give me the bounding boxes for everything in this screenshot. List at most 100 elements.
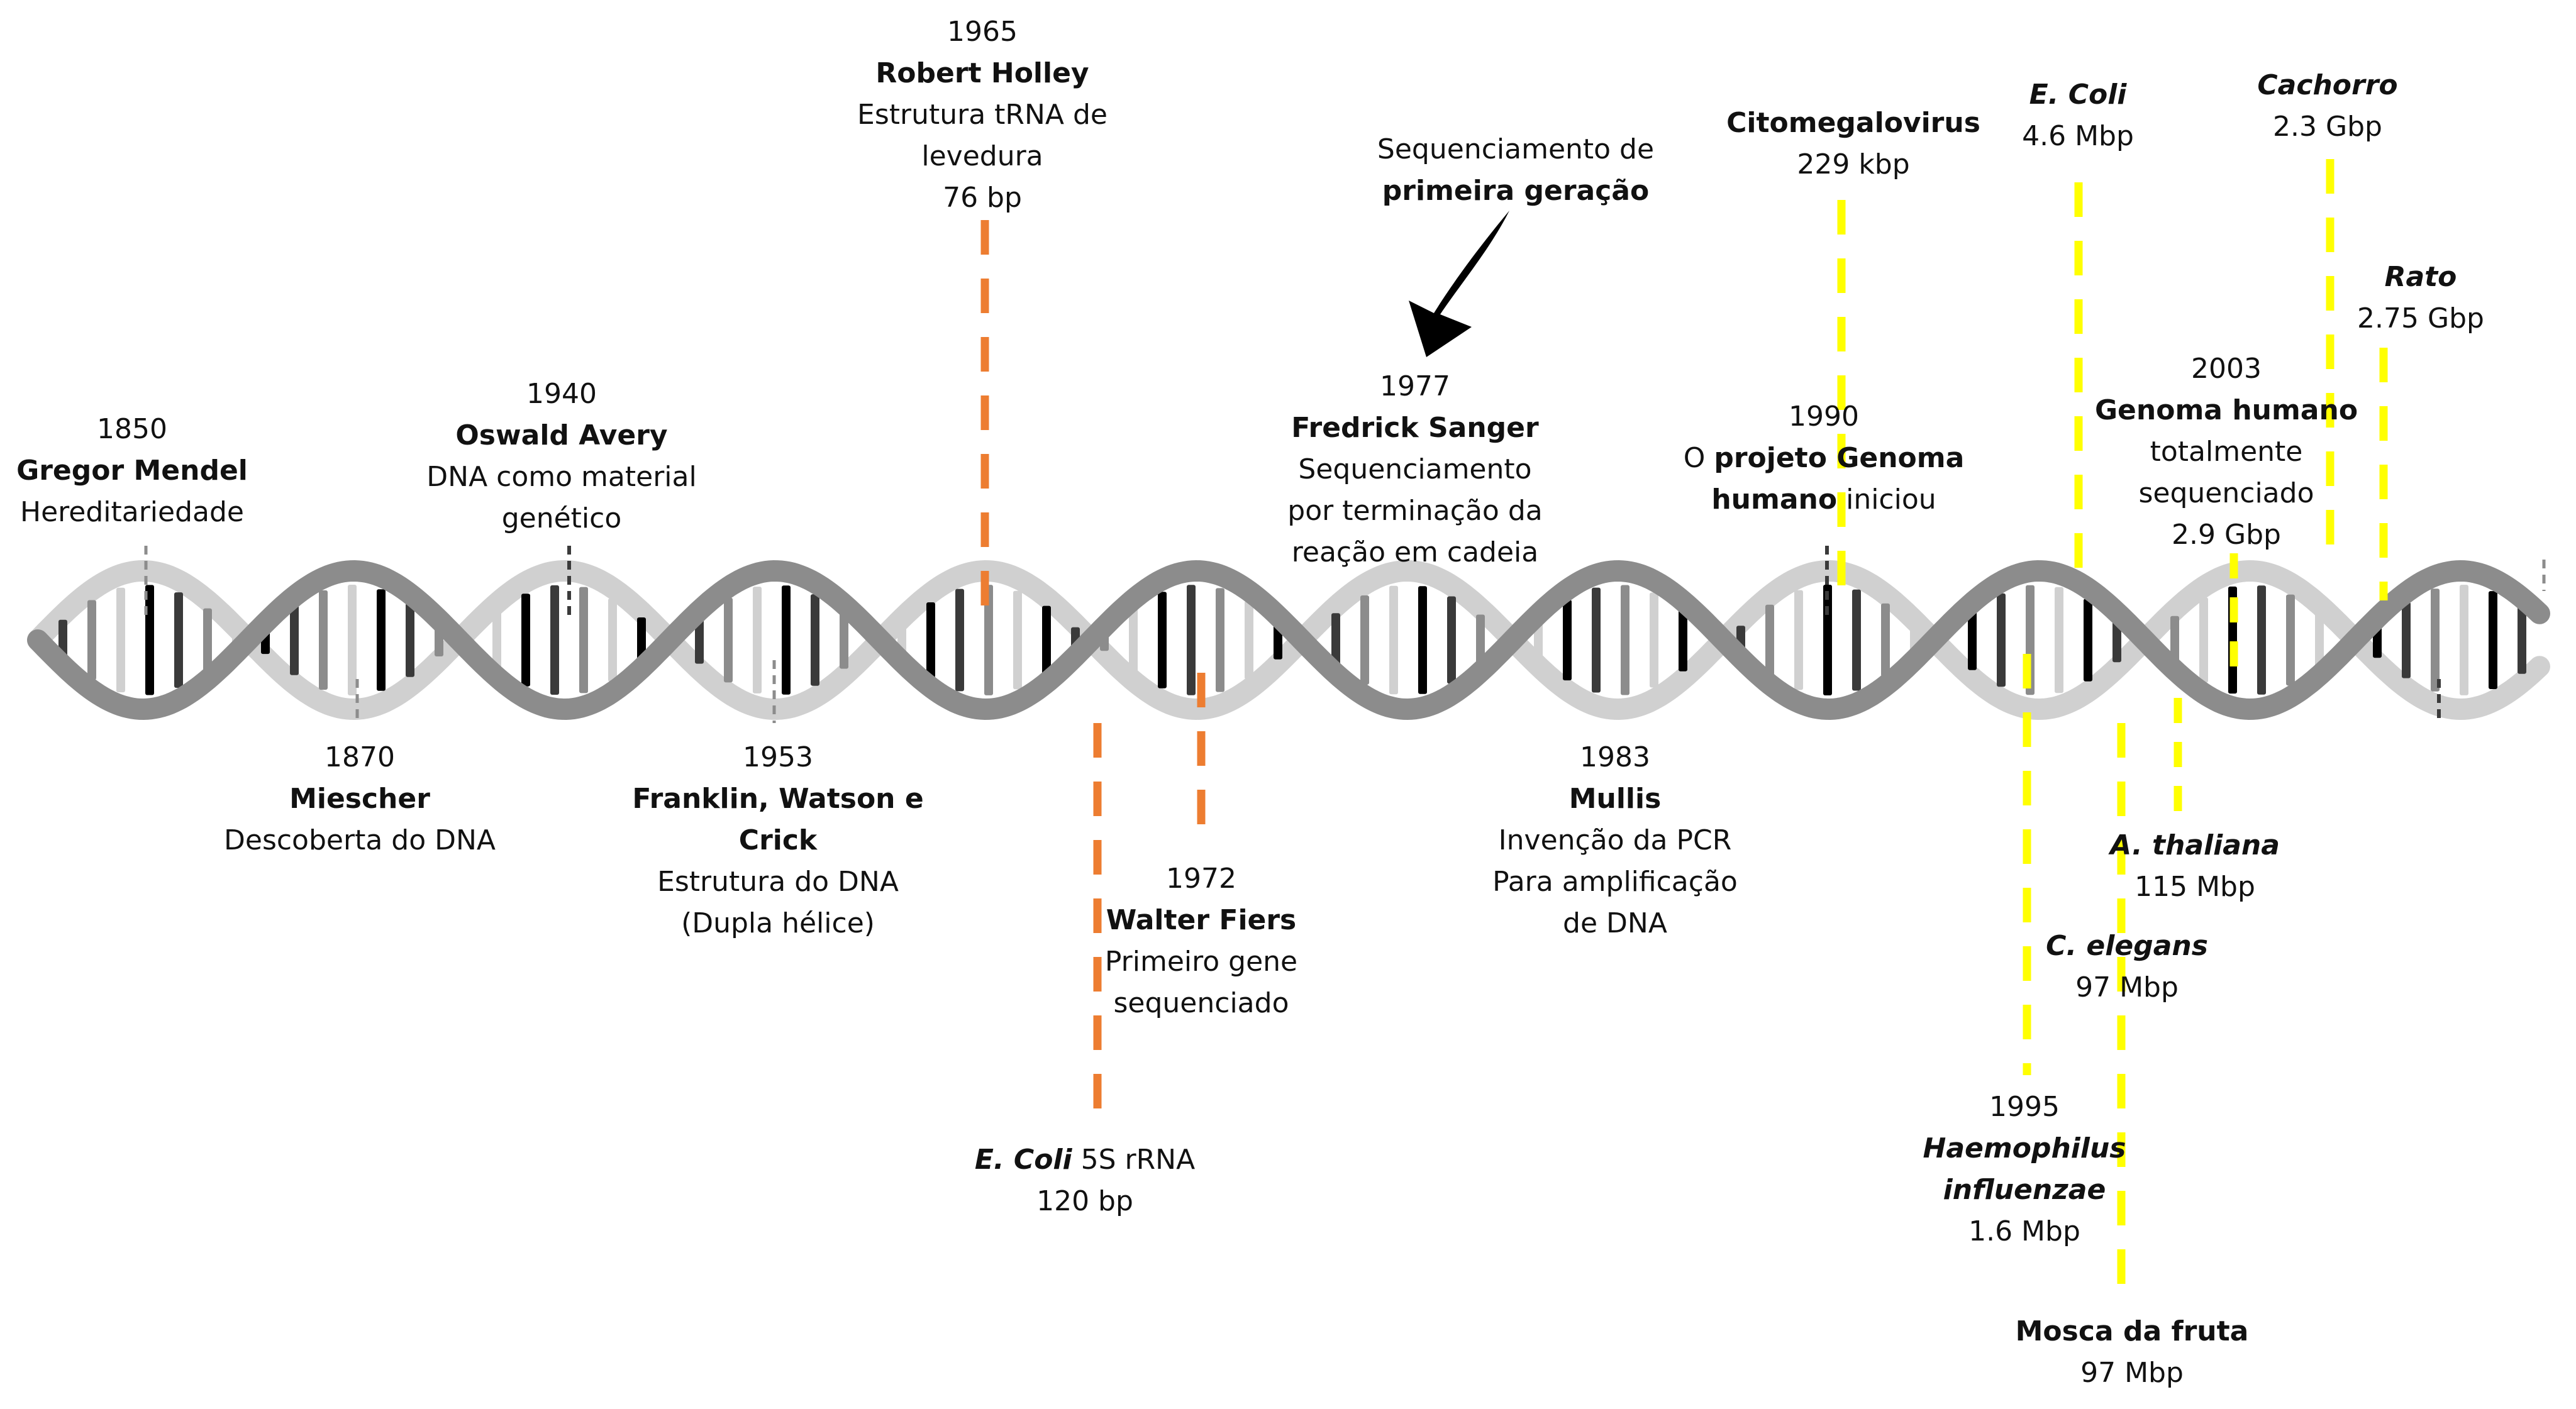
helix-base-pair [1621,585,1629,695]
event-year: 1870 [325,741,395,773]
event-year: 1995 [1989,1091,2060,1123]
organism-name: Cachorro [2257,69,2398,101]
organism-name: Mosca da fruta [2015,1315,2249,1347]
organism-name: Haemophilus [1923,1132,2126,1164]
helix-base-pair [1823,585,1832,695]
event-fiers: 1972 Walter Fiers Primeiro gene sequenci… [1105,858,1297,1024]
event-desc: sequenciado [1113,987,1289,1019]
helix-base-pair [782,585,791,695]
event-year: 1953 [743,741,813,773]
helix-base-pair [1360,595,1369,685]
genome-size: 4.6 Mbp [2022,120,2134,152]
event-desc: O [1683,442,1714,474]
helix-base-pair [1592,587,1601,693]
helix-base-pair [2084,599,2092,682]
helix-base-pair [1563,599,1572,681]
helix-base-pair [1794,590,1803,690]
organism-name: Rato [2384,261,2457,293]
helix-base-pair [984,585,993,695]
organism-name: influenzae [1943,1174,2106,1206]
event-sanger: 1977 Fredrick Sanger Sequenciamento por … [1287,366,1542,573]
helix-base-pair [521,594,530,687]
dna-helix [27,560,2550,721]
genome-size: 2.75 Gbp [2357,302,2484,334]
event-mullis: 1983 Mullis Invenção da PCR Para amplifi… [1492,737,1738,944]
event-rat: Rato 2.75 Gbp [2357,257,2484,340]
organism-name: E. Coli [974,1144,1072,1176]
helix-base-pair [1968,610,1977,670]
helix-base-pair [1447,596,1456,684]
event-name: Genoma humano [2094,394,2358,426]
organism-name: Citomegalovirus [1726,107,1980,139]
helix-base-pair [2286,594,2295,686]
event-name: Mullis [1568,783,1662,815]
callout-line: Sequenciamento de [1377,133,1655,165]
genome-size: 115 Mbp [2135,871,2255,903]
event-desc: sequenciado [2138,477,2314,509]
event-desc: Invenção da PCR [1498,824,1732,856]
organism-name: A. thaliana [2110,829,2280,861]
helix-base-pair [724,597,733,683]
event-desc: Sequenciamento [1298,453,1532,485]
event-name: Gregor Mendel [16,455,248,487]
helix-base-pair [579,587,588,693]
helix-base-pair [203,608,212,672]
organism-name: C. elegans [2046,930,2208,962]
helix-base-pair [1881,603,1890,677]
helix-base-pair [1331,613,1340,667]
event-year: 1965 [947,16,1018,48]
genome-size: 229 kbp [1797,148,1910,180]
event-name: Fredrick Sanger [1291,412,1539,444]
event-desc: genético [501,502,622,534]
genome-size: 97 Mbp [2080,1357,2184,1389]
event-desc: 5S rRNA [1072,1144,1196,1176]
helix-base-pair [348,585,357,695]
event-year: 1990 [1789,401,1859,433]
helix-base-pair [1389,585,1398,695]
event-year: 1940 [526,378,597,410]
event-mendel: 1850 Gregor Mendel Hereditariedade [16,409,248,533]
helix-base-pair [1187,585,1196,695]
event-desc: Hereditariedade [20,496,244,528]
event-cmv: Citomegalovirus 229 kbp [1726,102,1980,185]
helix-base-pair [2402,602,2411,678]
helix-base-pair [2460,585,2468,695]
event-desc: Estrutura do DNA [657,866,899,898]
event-desc: reação em cadeia [1291,536,1539,568]
helix-base-pair [1245,600,1253,680]
helix-base-pair [1852,589,1861,691]
event-desc: Primeiro gene [1104,946,1298,978]
event-name: Franklin, Watson e [632,783,924,815]
helix-base-pair [174,592,183,688]
genome-size: 1.6 Mbp [1968,1215,2080,1247]
event-avery: 1940 Oswald Avery DNA como material gené… [426,373,696,539]
helix-base-pair [2431,588,2440,692]
event-name: Oswald Avery [455,419,668,451]
event-haemophilus: 1995 Haemophilus influenzae 1.6 Mbp [1923,1086,2126,1252]
event-name: Crick [738,824,818,856]
event-desc: levedura [921,140,1043,172]
event-desc: DNA como material [426,461,697,493]
helix-base-pair [1650,592,1658,688]
helix-base-pair [492,611,501,670]
helix-base-pair [1418,586,1427,694]
helix-base-pair [840,611,848,669]
helix-base-pair [1997,593,2006,687]
genome-size: 2.3 Gbp [2273,111,2382,143]
event-year: 1850 [97,413,167,445]
event-ecoli: E. Coli 4.6 Mbp [2022,74,2134,157]
event-desc: por terminação da [1287,495,1543,527]
event-name: Walter Fiers [1106,904,1297,936]
callout-arrow [1409,211,1509,357]
helix-base-pair [1158,592,1167,688]
event-celegans: C. elegans 97 Mbp [2046,926,2208,1008]
helix-base-pair [1013,590,1022,690]
event-holley: 1965 Robert Holley Estrutura tRNA de lev… [857,11,1108,219]
helix-base-pair [1679,609,1687,671]
helix-base-pair [2170,616,2179,665]
event-year: 1983 [1580,741,1650,773]
event-year: 2003 [2191,353,2262,385]
event-name: Robert Holley [875,57,1089,89]
helix-base-pair [319,590,328,690]
